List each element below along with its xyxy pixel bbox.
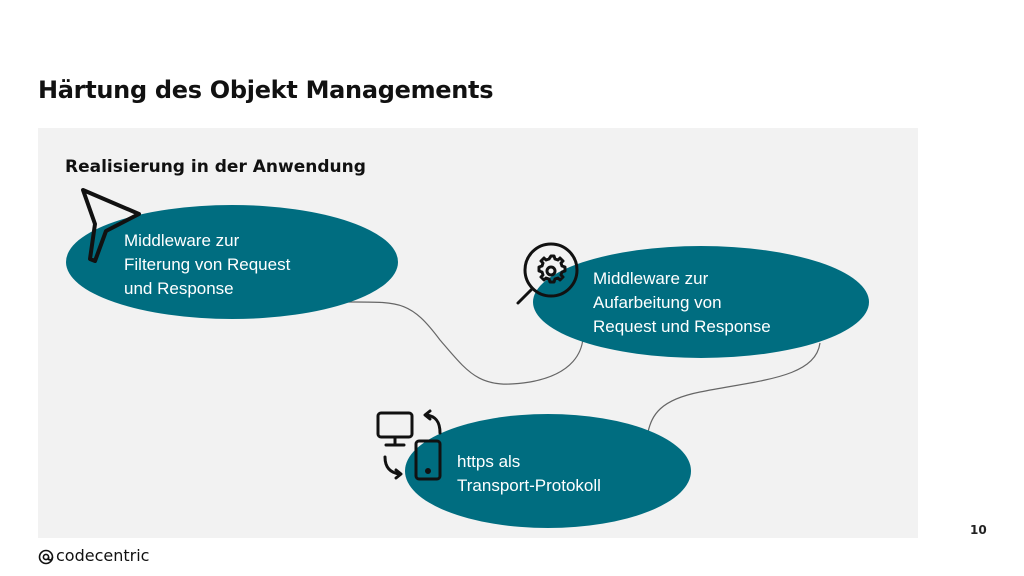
node-https-line-2: Transport-Protokoll [457, 476, 601, 495]
node-filter-label: Middleware zur Filterung von Request und… [124, 229, 290, 301]
page-number: 10 [970, 523, 987, 537]
node-processing-line-1: Middleware zur [593, 269, 709, 288]
node-https-transport [405, 414, 691, 528]
node-processing-label: Middleware zur Aufarbeitung von Request … [593, 267, 771, 339]
node-filter-line-2: Filterung von Request [124, 255, 291, 274]
node-filter-middleware [66, 205, 398, 319]
connector-filter-to-processing [344, 301, 584, 385]
node-processing-middleware [533, 246, 869, 358]
node-processing-line-2: Aufarbeitung von [593, 293, 722, 312]
node-filter-line-3: und Response [124, 279, 234, 298]
node-filter-line-1: Middleware zur [124, 231, 240, 250]
device-sync-icon [376, 409, 442, 481]
panel-heading: Realisierung in der Anwendung [65, 157, 366, 177]
funnel-icon [81, 188, 141, 263]
node-processing-line-3: Request und Response [593, 317, 771, 336]
node-https-label: https als Transport-Protokoll [457, 450, 601, 498]
gear-magnifier-icon [516, 242, 579, 305]
slide-title: Härtung des Objekt Managements [38, 76, 494, 104]
logo-wordmark: codecentric [56, 546, 150, 565]
connector-processing-to-https [647, 342, 821, 433]
node-https-line-1: https als [457, 452, 521, 471]
codecentric-logo-icon [38, 549, 54, 565]
logo-text: codecentric [38, 546, 149, 565]
